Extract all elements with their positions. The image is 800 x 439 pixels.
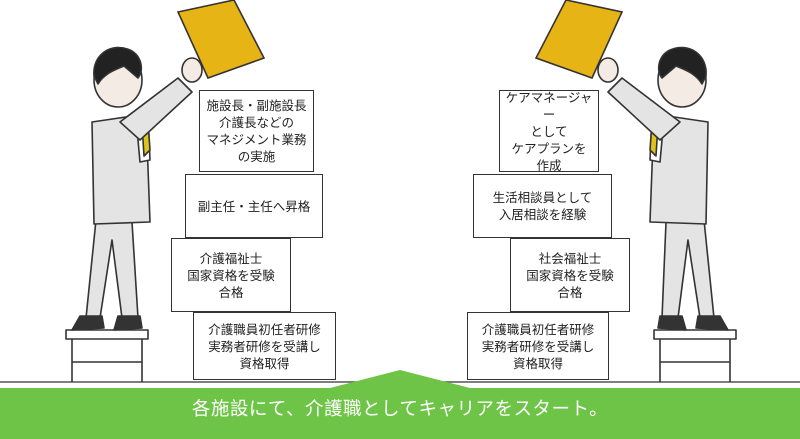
left-step-3-chief-promotion: 副主任・主任へ昇格: [185, 174, 323, 238]
right-yellow-box: [534, 0, 624, 80]
left-worker: [65, 46, 203, 382]
start-banner-text: 各施設にて、介護職としてキャリアをスタート。: [191, 399, 609, 420]
right-step-4-care-manager: ケアマネージャー として ケアプランを 作成: [499, 90, 599, 173]
left-yellow-box: [176, 0, 266, 80]
start-banner-shape: [0, 370, 800, 439]
left-step-4-management: 施設長・副施設長 介護長などの マネジメント業務 の実施: [199, 90, 314, 172]
left-step-1-initial-training: 介護職員初任者研修 実務者研修を受講し 資格取得: [193, 312, 336, 380]
left-step-2-care-worker-exam: 介護福祉士 国家資格を受験 合格: [171, 238, 291, 312]
right-stool: [653, 329, 737, 382]
right-worker: [597, 46, 737, 382]
left-stool: [65, 329, 149, 382]
right-step-3-life-counselor: 生活相談員として 入居相談を経験: [473, 174, 612, 238]
right-step-1-initial-training: 介護職員初任者研修 実務者研修を受講し 資格取得: [467, 312, 609, 380]
right-step-2-social-worker-exam: 社会福祉士 国家資格を受験 合格: [510, 238, 630, 312]
